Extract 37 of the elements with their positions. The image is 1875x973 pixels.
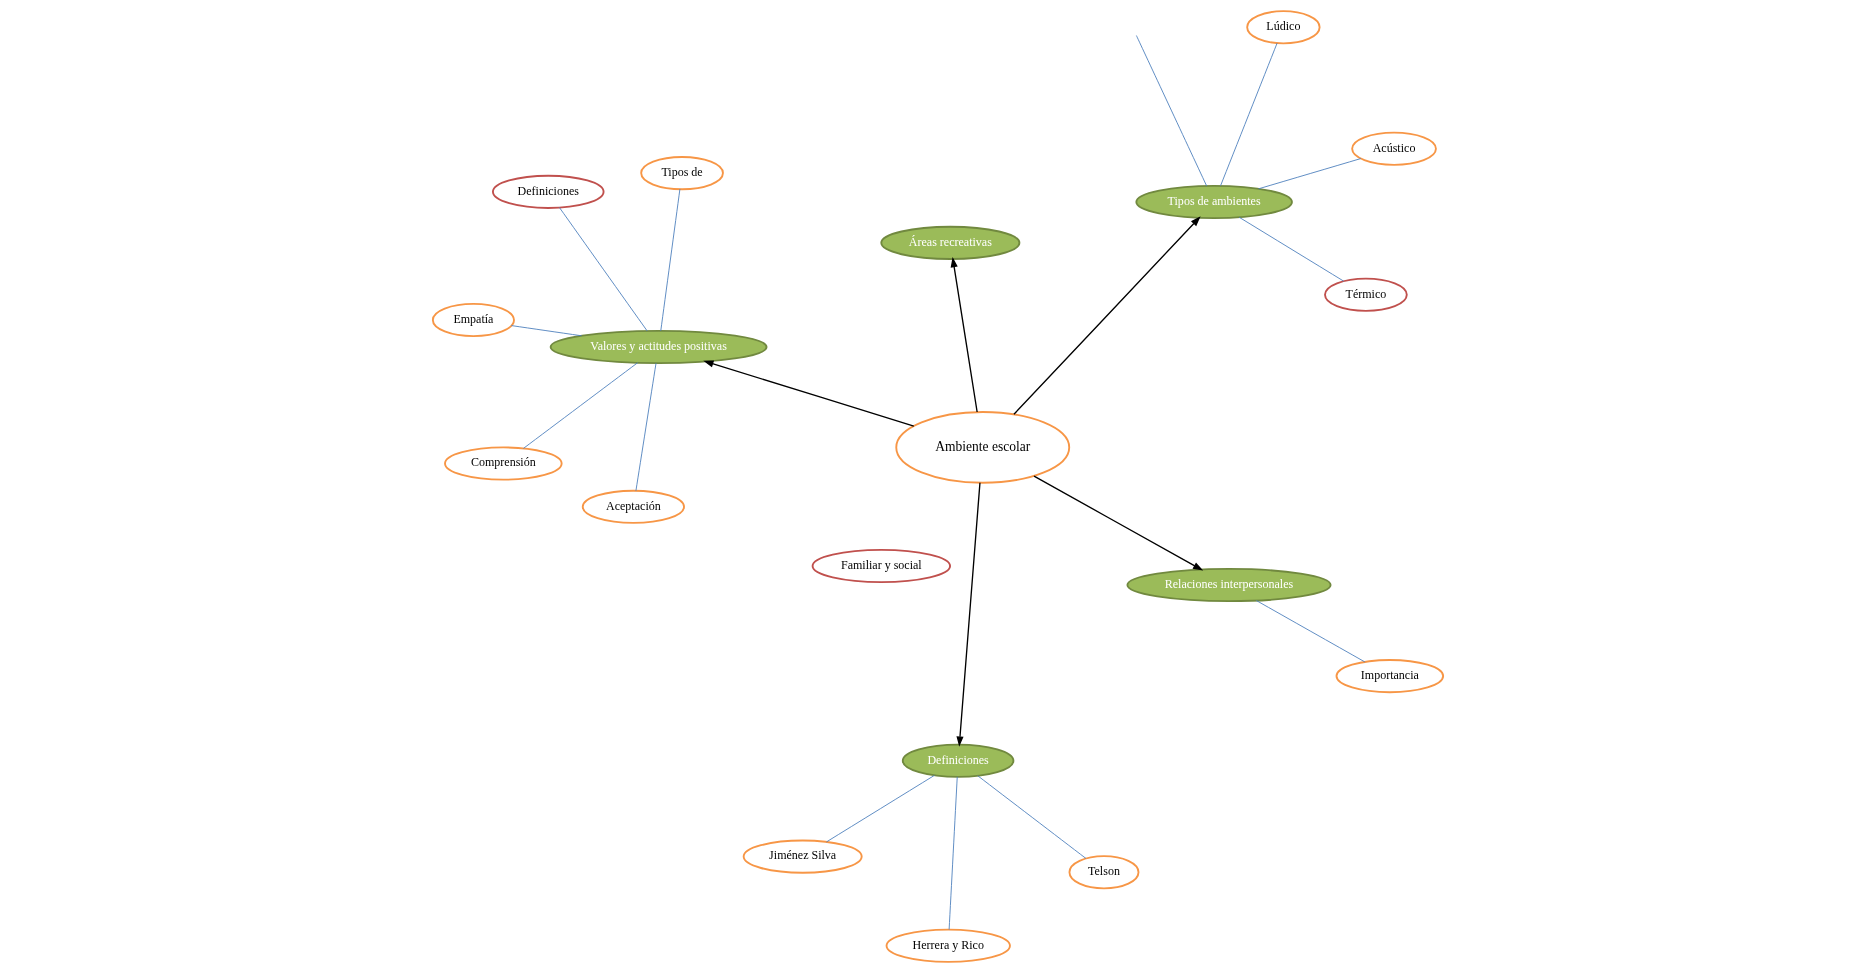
node-ellipse: Telson: [1068, 855, 1139, 890]
connector: [1135, 35, 1207, 187]
connector: [825, 774, 935, 843]
connector: [1257, 158, 1361, 190]
node-ellipse: Aceptación: [581, 489, 685, 524]
connector: [510, 325, 582, 337]
node-ellipse: Comprensión: [443, 446, 563, 481]
arrow: [1032, 475, 1203, 571]
connector: [659, 188, 680, 332]
node-ellipse: Familiar y social: [811, 548, 951, 584]
node-ellipse: Relaciones interpersonales: [1125, 568, 1332, 603]
node-ellipse: Valores y actitudes positivas: [549, 329, 767, 365]
node-ellipse: Tipos de: [639, 156, 724, 191]
node-ellipse: Empatía: [431, 303, 515, 338]
connector: [976, 775, 1086, 859]
node-ellipse: Jiménez Silva: [742, 839, 863, 874]
node-ellipse: Áreas recreativas: [879, 225, 1020, 260]
node-ellipse: Herrera y Rico: [885, 928, 1011, 963]
connector: [948, 776, 958, 930]
node-ellipse: Definiciones: [491, 174, 605, 209]
arrow: [955, 482, 981, 747]
arrow: [702, 360, 914, 427]
node-ellipse: Tipos de ambientes: [1134, 184, 1293, 219]
arrow: [1012, 216, 1201, 415]
node-ellipse: Térmico: [1323, 277, 1408, 312]
node-ellipse: Lúdico: [1245, 10, 1321, 45]
connector: [1238, 216, 1344, 282]
connector: [634, 362, 656, 492]
arrow: [950, 256, 978, 413]
connector: [1255, 600, 1365, 663]
node-ellipse: Definiciones: [901, 743, 1014, 778]
connector: [522, 362, 638, 449]
node-ellipse: Acústico: [1350, 131, 1437, 166]
connector: [1219, 42, 1278, 187]
connector: [558, 207, 648, 332]
node-ellipse: Importancia: [1335, 659, 1444, 694]
node-ellipse: Ambiente escolar: [894, 411, 1070, 484]
